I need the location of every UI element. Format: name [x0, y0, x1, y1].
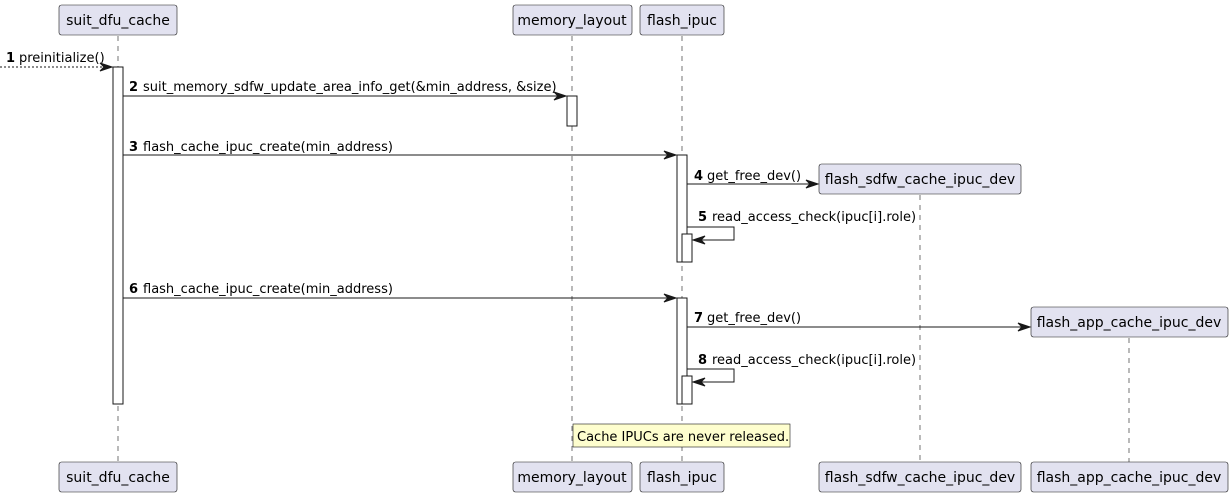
- note: Cache IPUCs are never released.: [572, 423, 791, 448]
- message-number: 6: [129, 282, 138, 297]
- message-5: 5 read_access_check(ipuc[i].role): [687, 210, 916, 245]
- participant-flash-ipuc-top: flash_ipuc: [639, 4, 725, 36]
- participant-flash-sdfw-cache-ipuc-dev-created: flash_sdfw_cache_ipuc_dev: [818, 163, 1022, 195]
- message-label: flash_cache_ipuc_create(min_address): [143, 282, 393, 297]
- participant-flash-sdfw-cache-ipuc-dev-bottom: flash_sdfw_cache_ipuc_dev: [818, 461, 1022, 493]
- message-number: 4: [694, 169, 703, 184]
- participant-label: flash_sdfw_cache_ipuc_dev: [825, 470, 1015, 486]
- participant-label: flash_ipuc: [647, 470, 717, 486]
- message-1: 1 preinitialize(): [0, 51, 114, 72]
- participant-suit-dfu-cache-top: suit_dfu_cache: [58, 4, 178, 36]
- activation-flash-ipuc-2-nested: [681, 375, 693, 405]
- participant-memory-layout-bottom: memory_layout: [512, 461, 633, 493]
- message-label: get_free_dev(): [707, 311, 801, 326]
- message-number: 1: [6, 51, 15, 66]
- activation-flash-ipuc-1-nested: [681, 233, 693, 263]
- message-number: 2: [129, 80, 138, 95]
- participant-suit-dfu-cache-bottom: suit_dfu_cache: [58, 461, 178, 493]
- message-8: 8 read_access_check(ipuc[i].role): [687, 353, 916, 387]
- participant-label: flash_sdfw_cache_ipuc_dev: [825, 172, 1015, 188]
- participant-label: suit_dfu_cache: [66, 13, 170, 29]
- participant-label: flash_ipuc: [647, 13, 717, 29]
- activation-suit-dfu-cache: [112, 66, 124, 405]
- message-2: 2 suit_memory_sdfw_update_area_info_get(…: [123, 80, 568, 101]
- message-7: 7 get_free_dev(): [687, 311, 1032, 332]
- participant-label: flash_app_cache_ipuc_dev: [1037, 315, 1222, 331]
- activation-memory-layout: [566, 95, 578, 127]
- message-4: 4 get_free_dev(): [687, 169, 820, 189]
- participant-flash-ipuc-bottom: flash_ipuc: [639, 461, 725, 493]
- message-label: read_access_check(ipuc[i].role): [712, 210, 916, 225]
- message-label: suit_memory_sdfw_update_area_info_get(&m…: [143, 80, 557, 95]
- message-number: 3: [129, 140, 138, 155]
- note-text: Cache IPUCs are never released.: [577, 430, 789, 445]
- participant-label: memory_layout: [517, 470, 627, 486]
- message-number: 7: [694, 311, 703, 326]
- participant-flash-app-cache-ipuc-dev-created: flash_app_cache_ipuc_dev: [1030, 306, 1229, 338]
- message-label: flash_cache_ipuc_create(min_address): [143, 140, 393, 155]
- message-label: read_access_check(ipuc[i].role): [712, 353, 916, 368]
- message-number: 5: [698, 210, 707, 225]
- participant-label: memory_layout: [517, 13, 627, 29]
- participant-memory-layout-top: memory_layout: [512, 4, 633, 36]
- message-number: 8: [698, 353, 707, 368]
- message-3: 3 flash_cache_ipuc_create(min_address): [123, 140, 678, 160]
- participant-label: flash_app_cache_ipuc_dev: [1037, 470, 1222, 486]
- message-label: preinitialize(): [19, 51, 105, 66]
- message-6: 6 flash_cache_ipuc_create(min_address): [123, 282, 678, 303]
- participant-label: suit_dfu_cache: [66, 470, 170, 486]
- message-label: get_free_dev(): [707, 169, 801, 184]
- participant-flash-app-cache-ipuc-dev-bottom: flash_app_cache_ipuc_dev: [1030, 461, 1229, 493]
